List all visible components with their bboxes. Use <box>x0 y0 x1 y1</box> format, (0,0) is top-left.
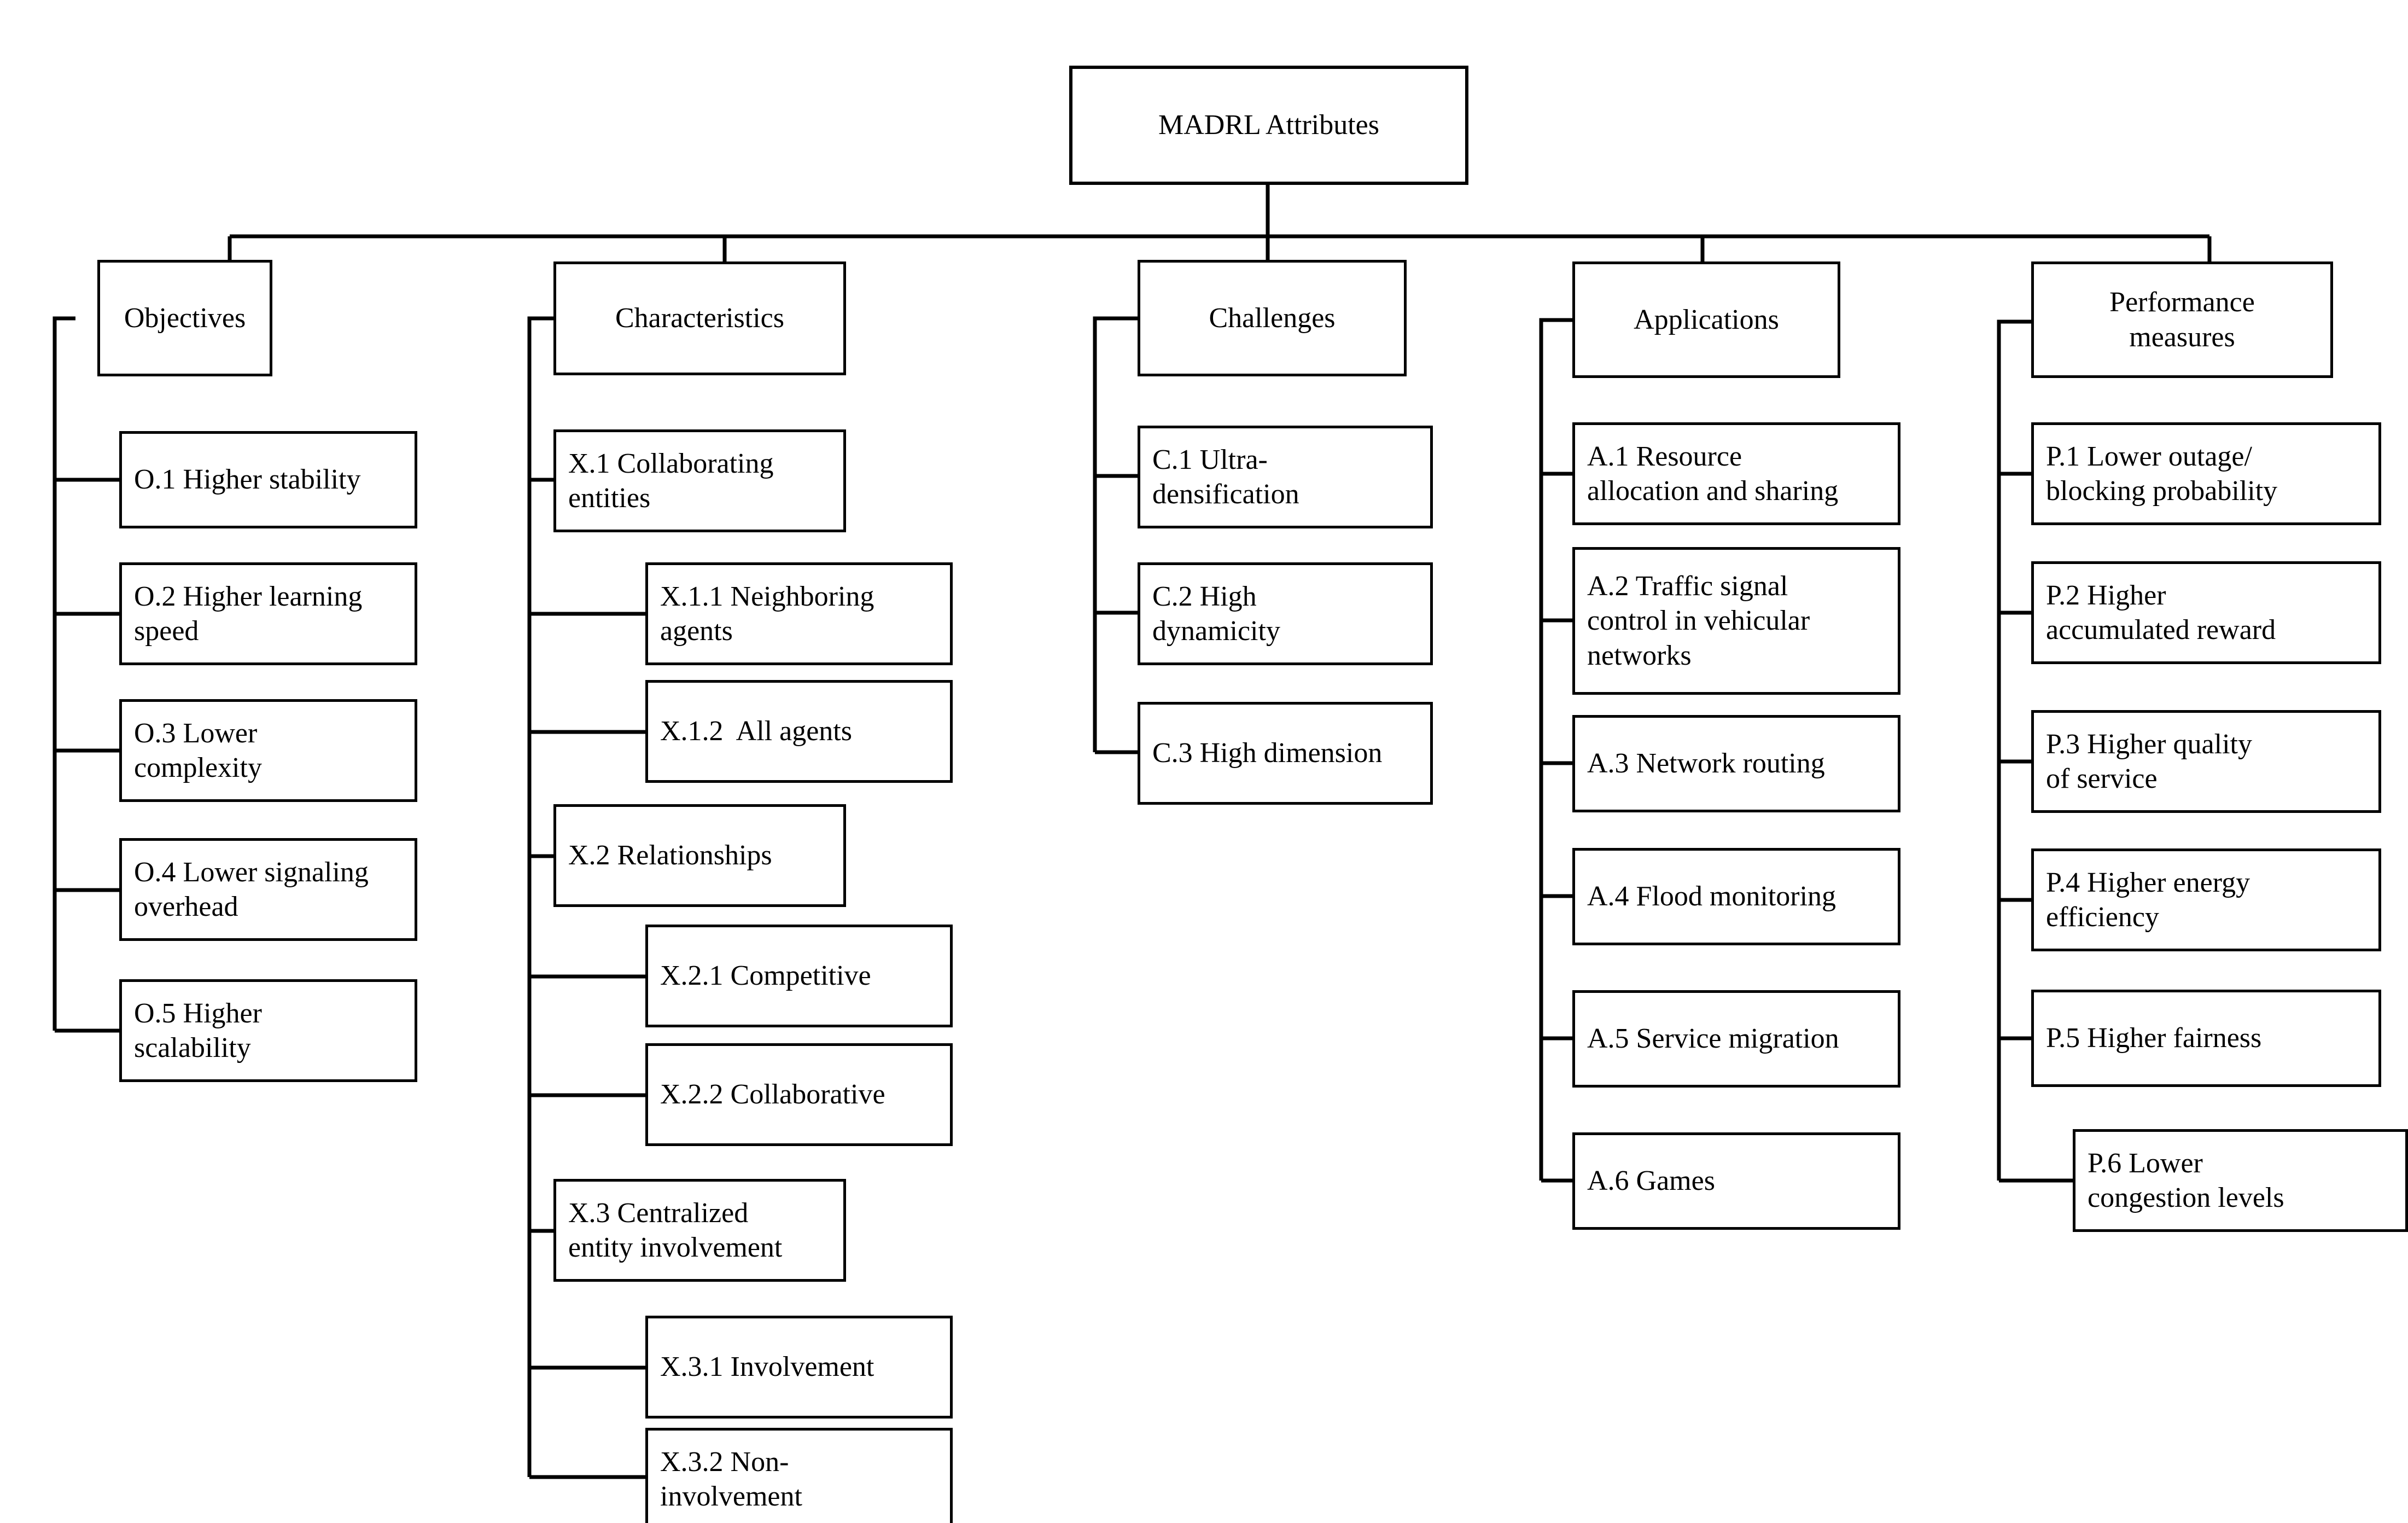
node-label: A.2 Traffic signal control in vehicular … <box>1587 570 1810 671</box>
node-objectives[interactable]: Objectives <box>97 260 272 376</box>
node-applications[interactable]: Applications <box>1572 261 1840 378</box>
node-label: O.5 Higher scalability <box>134 997 262 1063</box>
node-x-1-2[interactable]: X.1.2 All agents <box>645 680 953 783</box>
node-characteristics[interactable]: Characteristics <box>553 261 846 375</box>
node-performance-measures[interactable]: Performance measures <box>2031 261 2333 378</box>
node-label: X.3.2 Non- involvement <box>660 1446 802 1512</box>
node-label: P.6 Lower congestion levels <box>2088 1147 2284 1213</box>
node-x-3-1[interactable]: X.3.1 Involvement <box>645 1316 953 1419</box>
node-o-4[interactable]: O.4 Lower signaling overhead <box>119 838 417 941</box>
node-o-5[interactable]: O.5 Higher scalability <box>119 979 417 1082</box>
node-p-3[interactable]: P.3 Higher quality of service <box>2031 710 2381 813</box>
node-c-2[interactable]: C.2 High dynamicity <box>1138 562 1433 665</box>
node-label: A.6 Games <box>1587 1165 1715 1197</box>
node-label: Challenges <box>1209 302 1336 334</box>
node-label: A.3 Network routing <box>1587 748 1825 780</box>
node-p-4[interactable]: P.4 Higher energy efficiency <box>2031 848 2381 951</box>
node-label: A.4 Flood monitoring <box>1587 881 1836 912</box>
node-p-2[interactable]: P.2 Higher accumulated reward <box>2031 561 2381 664</box>
node-label: A.1 Resource allocation and sharing <box>1587 440 1839 507</box>
node-label: X.1.1 Neighboring agents <box>660 580 874 647</box>
node-x-3-2[interactable]: X.3.2 Non- involvement <box>645 1428 953 1523</box>
node-p-1[interactable]: P.1 Lower outage/ blocking probability <box>2031 422 2381 525</box>
node-label: O.3 Lower complexity <box>134 717 262 783</box>
node-p-6[interactable]: P.6 Lower congestion levels <box>2073 1129 2408 1232</box>
node-label: Objectives <box>124 302 246 334</box>
node-p-5[interactable]: P.5 Higher fairness <box>2031 990 2381 1087</box>
node-o-3[interactable]: O.3 Lower complexity <box>119 699 417 802</box>
node-label: O.4 Lower signaling overhead <box>134 856 369 922</box>
node-a-5[interactable]: A.5 Service migration <box>1572 990 1900 1088</box>
node-root-madrl-attributes[interactable]: MADRL Attributes <box>1069 66 1468 185</box>
node-label: A.5 Service migration <box>1587 1023 1839 1055</box>
node-x-2[interactable]: X.2 Relationships <box>553 804 846 907</box>
node-a-6[interactable]: A.6 Games <box>1572 1132 1900 1230</box>
node-c-1[interactable]: C.1 Ultra- densification <box>1138 426 1433 528</box>
node-a-1[interactable]: A.1 Resource allocation and sharing <box>1572 422 1900 525</box>
node-label: P.2 Higher accumulated reward <box>2046 579 2276 646</box>
node-o-2[interactable]: O.2 Higher learning speed <box>119 562 417 665</box>
node-x-1[interactable]: X.1 Collaborating entities <box>553 429 846 532</box>
node-label: X.1.2 All agents <box>660 716 852 747</box>
node-c-3[interactable]: C.3 High dimension <box>1138 702 1433 805</box>
node-label: X.3 Centralized entity involvement <box>568 1197 783 1263</box>
node-label: O.1 Higher stability <box>134 464 361 496</box>
node-x-1-1[interactable]: X.1.1 Neighboring agents <box>645 562 953 665</box>
node-challenges[interactable]: Challenges <box>1138 260 1407 376</box>
node-label: MADRL Attributes <box>1158 109 1379 141</box>
node-a-4[interactable]: A.4 Flood monitoring <box>1572 848 1900 945</box>
node-label: Performance measures <box>2109 287 2255 353</box>
node-label: X.1 Collaborating entities <box>568 447 774 514</box>
node-label: Characteristics <box>615 303 784 334</box>
node-label: P.1 Lower outage/ blocking probability <box>2046 440 2278 507</box>
node-label: P.5 Higher fairness <box>2046 1022 2262 1054</box>
node-label: X.2.2 Collaborative <box>660 1079 885 1111</box>
node-x-3[interactable]: X.3 Centralized entity involvement <box>553 1179 846 1282</box>
node-label: P.4 Higher energy efficiency <box>2046 867 2250 933</box>
node-label: C.3 High dimension <box>1152 737 1383 769</box>
node-label: X.3.1 Involvement <box>660 1351 874 1383</box>
node-label: P.3 Higher quality of service <box>2046 728 2252 794</box>
node-x-2-2[interactable]: X.2.2 Collaborative <box>645 1043 953 1146</box>
node-a-2[interactable]: A.2 Traffic signal control in vehicular … <box>1572 547 1900 695</box>
node-label: O.2 Higher learning speed <box>134 580 363 647</box>
node-label: Applications <box>1634 304 1779 335</box>
node-label: C.2 High dynamicity <box>1152 580 1280 647</box>
node-label: X.2 Relationships <box>568 840 772 871</box>
node-label: C.1 Ultra- densification <box>1152 444 1299 510</box>
node-a-3[interactable]: A.3 Network routing <box>1572 715 1900 812</box>
node-x-2-1[interactable]: X.2.1 Competitive <box>645 925 953 1027</box>
node-label: X.2.1 Competitive <box>660 960 871 992</box>
node-o-1[interactable]: O.1 Higher stability <box>119 431 417 528</box>
